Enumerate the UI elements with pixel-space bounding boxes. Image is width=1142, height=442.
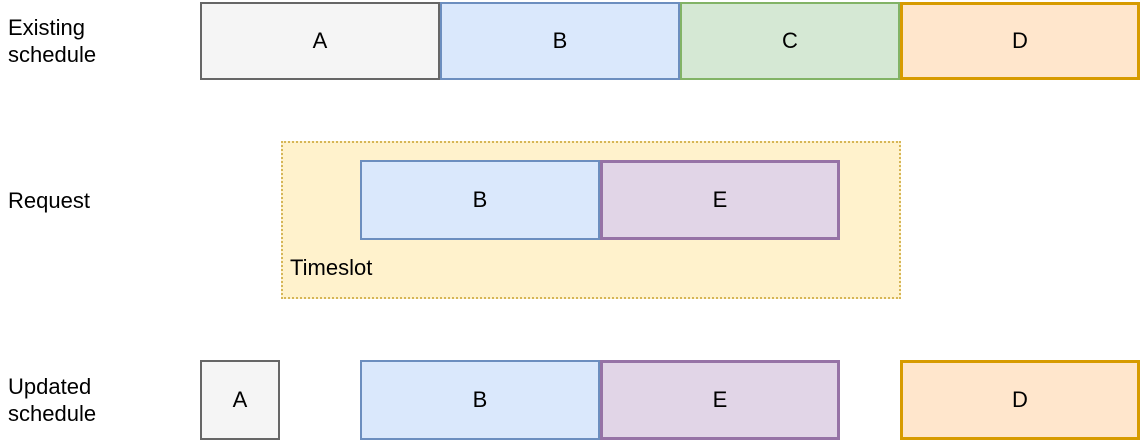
- updated-schedule-box-d: D: [900, 360, 1140, 440]
- existing-schedule-box-c: C: [680, 2, 900, 80]
- existing-schedule-box-b: B: [440, 2, 680, 80]
- row-label-existing-schedule: Existing schedule: [8, 15, 97, 67]
- existing-schedule-box-a: A: [200, 2, 440, 80]
- request-box-e: E: [600, 160, 840, 240]
- row-label-request: Request: [8, 187, 90, 213]
- updated-schedule-box-e: E: [600, 360, 840, 440]
- updated-schedule-box-b: B: [360, 360, 600, 440]
- request-box-b: B: [360, 160, 600, 240]
- timeslot-label: Timeslot: [290, 255, 373, 280]
- existing-schedule-box-d: D: [900, 2, 1140, 80]
- updated-schedule-box-a: A: [200, 360, 280, 440]
- row-label-updated-schedule: Updated schedule: [8, 374, 97, 426]
